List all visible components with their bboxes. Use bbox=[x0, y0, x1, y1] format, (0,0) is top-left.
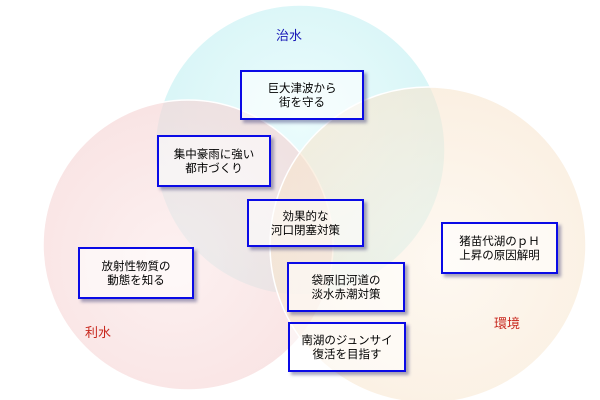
item-gouu[interactable]: 集中豪雨に強い 都市づくり bbox=[157, 135, 271, 187]
circle-label-kankyo: 環境 bbox=[494, 317, 521, 332]
item-junsai-line1: 南湖のジュンサイ bbox=[301, 333, 393, 347]
item-kakou[interactable]: 効果的な 河口閉塞対策 bbox=[247, 199, 364, 247]
item-inawashiro[interactable]: 猪苗代湖のｐＨ 上昇の原因解明 bbox=[441, 222, 558, 274]
item-tsunami-line2: 街を守る bbox=[279, 95, 325, 109]
circle-label-chisui: 治水 bbox=[276, 29, 303, 44]
item-junsai[interactable]: 南湖のジュンサイ 復活を目指す bbox=[288, 322, 406, 372]
item-kakou-line2: 河口閉塞対策 bbox=[271, 223, 340, 237]
item-gouu-line1: 集中豪雨に強い bbox=[173, 147, 255, 161]
item-fukuro[interactable]: 袋原旧河道の 淡水赤潮対策 bbox=[287, 262, 405, 312]
item-fukuro-line1: 袋原旧河道の bbox=[311, 273, 381, 287]
item-inawashiro-line2: 上昇の原因解明 bbox=[459, 248, 540, 262]
item-gouu-line2: 都市づくり bbox=[185, 161, 243, 175]
item-housha-line1: 放射性物質の bbox=[101, 259, 171, 273]
item-tsunami-line1: 巨大津波から bbox=[267, 81, 337, 95]
item-tsunami[interactable]: 巨大津波から 街を守る bbox=[240, 70, 364, 120]
item-fukuro-line2: 淡水赤潮対策 bbox=[311, 287, 381, 301]
item-kakou-line1: 効果的な bbox=[282, 209, 329, 223]
item-inawashiro-line1: 猪苗代湖のｐＨ bbox=[459, 234, 540, 248]
item-housha[interactable]: 放射性物質の 動態を知る bbox=[78, 247, 194, 299]
circle-label-risui: 利水 bbox=[85, 326, 112, 341]
item-junsai-line2: 復活を目指す bbox=[312, 347, 382, 361]
item-housha-line2: 動態を知る bbox=[107, 273, 165, 287]
